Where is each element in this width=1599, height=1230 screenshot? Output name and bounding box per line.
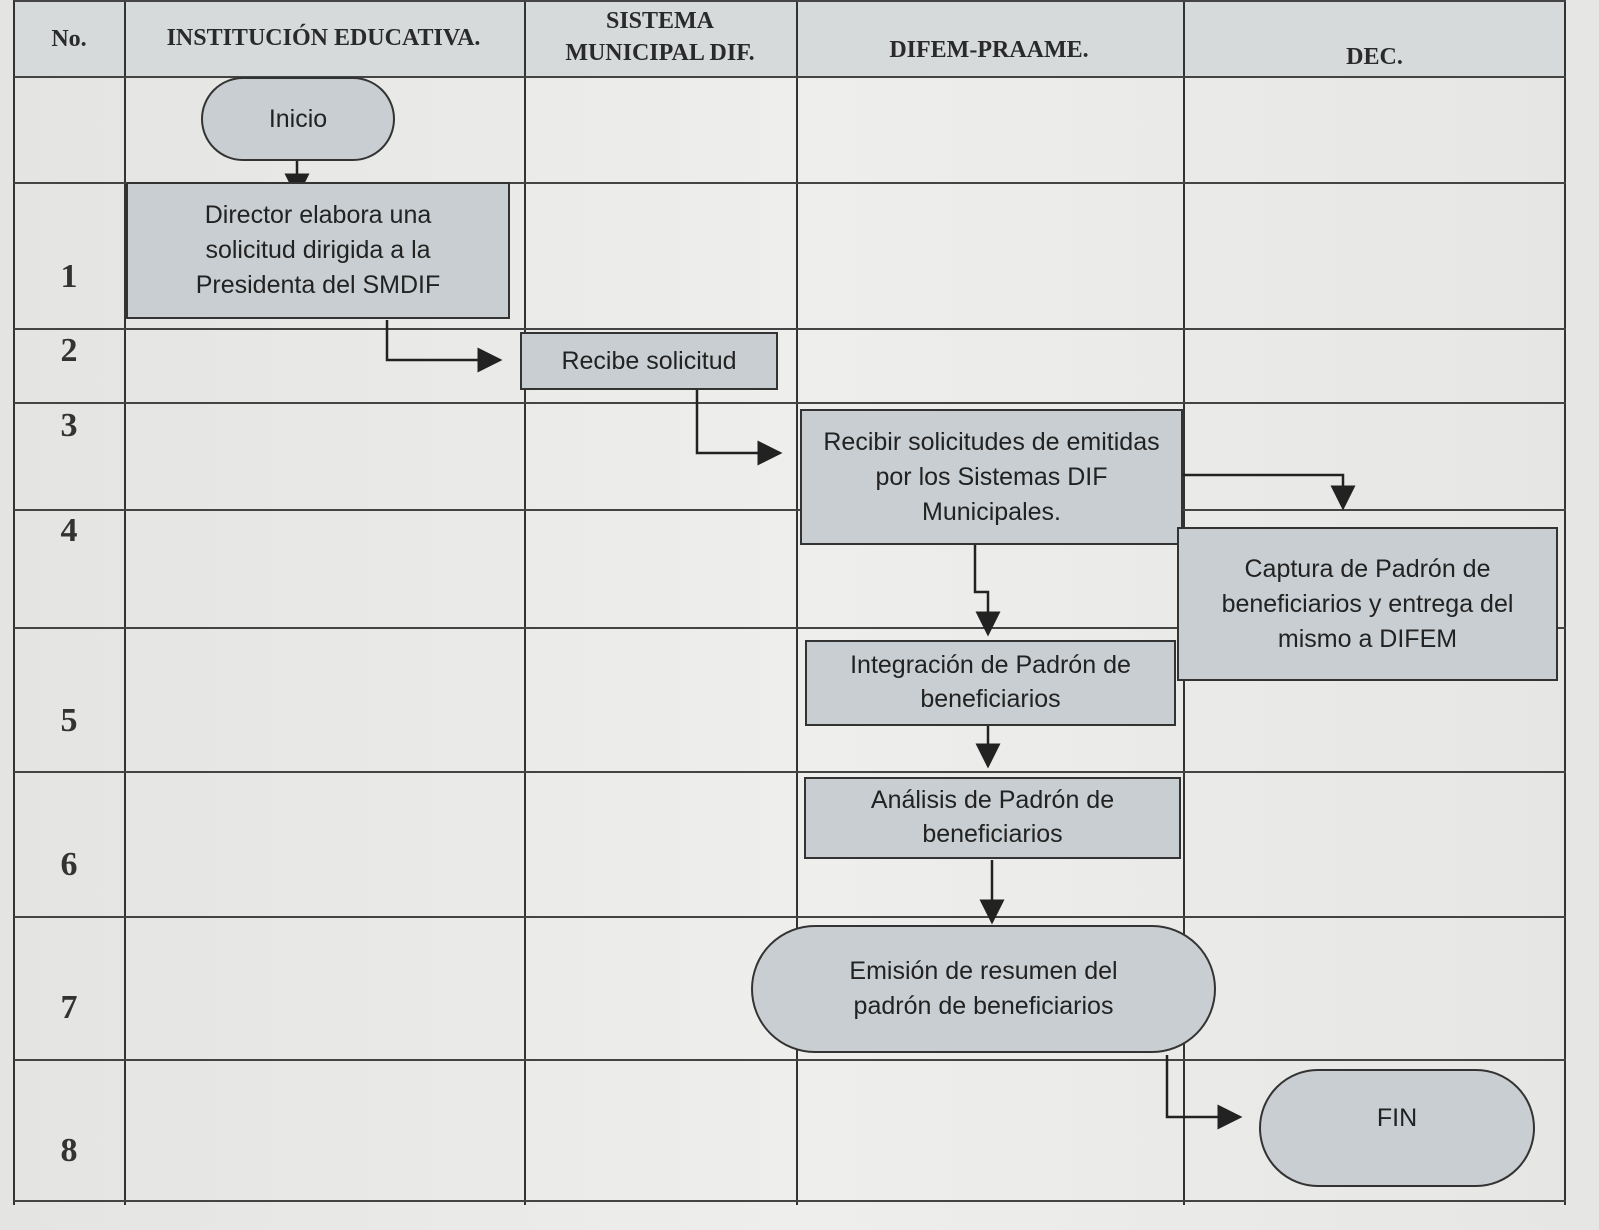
- grid-line: [14, 182, 1566, 184]
- start-terminator: Inicio: [201, 77, 395, 161]
- grid-line: [124, 0, 126, 1205]
- grid-line: [524, 0, 526, 1205]
- grid-line: [14, 916, 1566, 918]
- row-number: 8: [60, 1132, 78, 1169]
- grid-line: [14, 771, 1566, 773]
- row-number: 7: [60, 989, 78, 1026]
- row-number: 6: [60, 846, 78, 883]
- row-number: 5: [60, 702, 78, 739]
- header-no: No.: [51, 26, 87, 53]
- header-institucion: INSTITUCIÓN EDUCATIVA.: [166, 25, 481, 52]
- header-band: [14, 0, 1566, 77]
- grid-line: [14, 1200, 1566, 1202]
- grid-line: [13, 0, 15, 1205]
- step-integracion-padron: Integración de Padrón de beneficiarios: [805, 640, 1176, 726]
- step-recibe-solicitud: Recibe solicitud: [520, 332, 778, 390]
- grid-line: [14, 402, 1566, 404]
- step-analisis-padron: Análisis de Padrón de beneficiarios: [804, 777, 1181, 859]
- grid-line: [1564, 0, 1566, 1205]
- row-number: 1: [60, 258, 78, 295]
- step-recibir-solicitudes: Recibir solicitudes de emitidas por los …: [800, 409, 1183, 545]
- grid-line: [796, 0, 798, 1205]
- grid-line: [14, 509, 1566, 511]
- grid-line: [14, 76, 1566, 78]
- header-dec: DEC.: [1346, 43, 1403, 70]
- grid-line: [14, 627, 1566, 629]
- grid-line: [14, 1059, 1566, 1061]
- grid-line: [14, 0, 1566, 2]
- step-captura-padron: Captura de Padrón de beneficiarios y ent…: [1177, 527, 1558, 681]
- header-difem: DIFEM-PRAAME.: [889, 37, 1089, 64]
- header-sistema: SISTEMA MUNICIPAL DIF.: [565, 8, 755, 66]
- row-number: 2: [60, 332, 78, 369]
- row-number: 3: [60, 407, 78, 444]
- step-director-solicitud: Director elabora una solicitud dirigida …: [126, 182, 510, 319]
- step-emision-resumen: Emisión de resumen del padrón de benefic…: [751, 925, 1216, 1053]
- row-number: 4: [60, 512, 78, 549]
- grid-line: [14, 328, 1566, 330]
- end-terminator: FIN: [1259, 1069, 1535, 1187]
